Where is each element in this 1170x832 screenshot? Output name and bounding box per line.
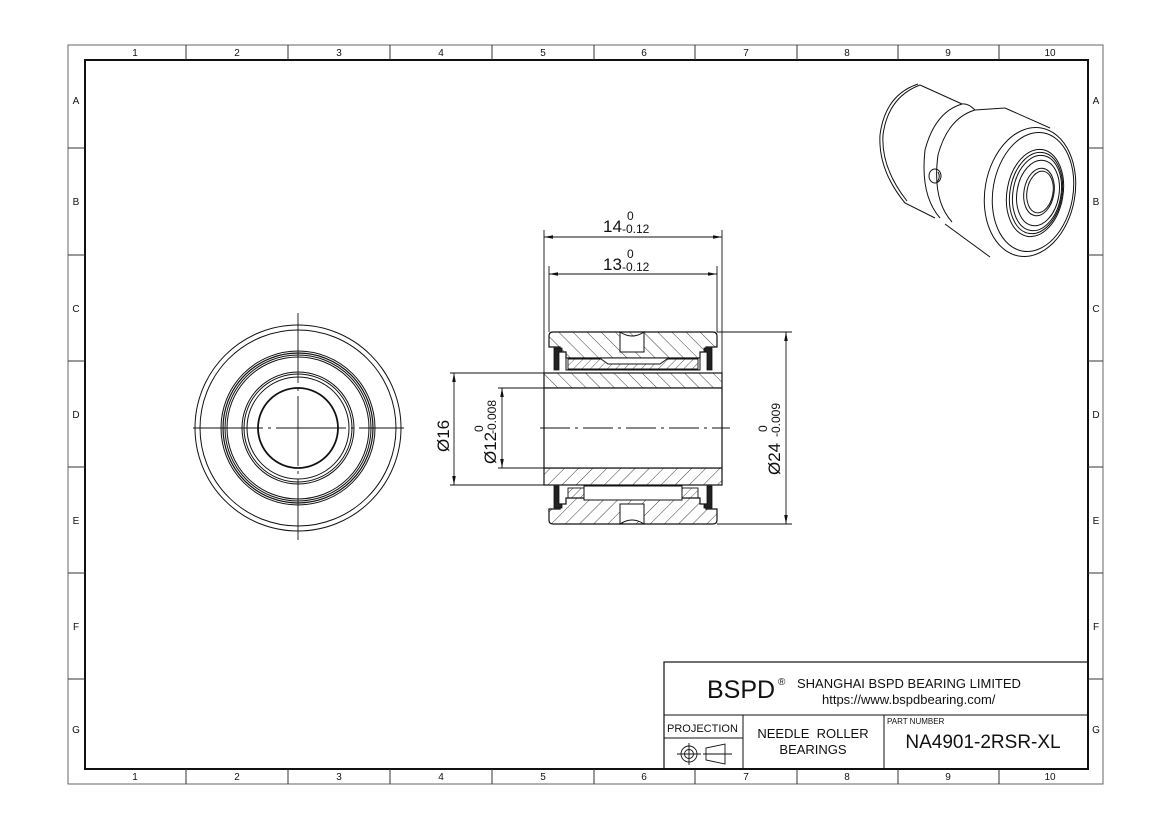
svg-text:0: 0 <box>472 425 486 432</box>
part-number-label: PART NUMBER <box>887 717 945 726</box>
col-label: 9 <box>945 772 951 783</box>
svg-text:Ø24: Ø24 <box>765 443 784 475</box>
row-label: B <box>73 197 80 208</box>
company-name: SHANGHAI BSPD BEARING LIMITED <box>797 676 1021 691</box>
isometric-view <box>879 83 1077 258</box>
dim-bore: Ø12 0 -0.008 <box>472 400 500 464</box>
dimensions <box>450 230 792 525</box>
column-labels-bottom: 1 2 3 4 5 6 7 8 9 10 <box>132 772 1056 783</box>
svg-text:-0.12: -0.12 <box>622 222 650 236</box>
end-view <box>193 313 404 540</box>
dim-overall-width: 14 0 -0.12 <box>603 209 650 236</box>
title-block <box>663 661 1089 770</box>
col-label: 2 <box>234 48 240 59</box>
col-label: 2 <box>234 772 240 783</box>
row-label: F <box>73 622 79 633</box>
svg-text:-0.12: -0.12 <box>622 260 650 274</box>
col-label: 7 <box>743 48 749 59</box>
dim-outer-diameter: Ø24 0 -0.009 <box>756 403 784 475</box>
description-line2: BEARINGS <box>779 742 847 757</box>
row-label: G <box>72 725 80 736</box>
row-label: A <box>1093 96 1100 107</box>
col-label: 1 <box>132 772 138 783</box>
section-view <box>540 331 730 525</box>
column-labels-top: 1 2 3 4 5 6 7 8 9 10 <box>132 48 1056 59</box>
dim-inner-od: Ø16 <box>434 420 453 452</box>
company-url: https://www.bspdbearing.com/ <box>822 692 996 707</box>
description-line1: NEEDLE ROLLER <box>757 726 868 741</box>
col-label: 3 <box>336 772 342 783</box>
col-label: 8 <box>844 48 850 59</box>
col-label: 9 <box>945 48 951 59</box>
col-label: 6 <box>641 48 647 59</box>
row-label: D <box>1092 410 1099 421</box>
sheet-frame <box>67 44 1104 785</box>
svg-text:14: 14 <box>603 217 622 236</box>
col-label: 5 <box>540 48 546 59</box>
dim-outer-ring-width: 13 0 -0.12 <box>603 247 650 274</box>
col-label: 4 <box>438 772 444 783</box>
projection-label: PROJECTION <box>667 723 738 735</box>
row-label: C <box>1092 304 1099 315</box>
svg-text:0: 0 <box>756 425 770 432</box>
title-block-text: BSPD ® SHANGHAI BSPD BEARING LIMITED htt… <box>667 676 1061 757</box>
svg-text:0: 0 <box>627 209 634 223</box>
svg-text:-0.008: -0.008 <box>485 400 499 434</box>
col-label: 5 <box>540 772 546 783</box>
col-label: 1 <box>132 48 138 59</box>
row-label: G <box>1092 725 1100 736</box>
col-label: 10 <box>1044 772 1056 783</box>
row-label: F <box>1093 622 1099 633</box>
row-label: E <box>73 516 80 527</box>
svg-text:Ø16: Ø16 <box>434 420 453 452</box>
row-label: D <box>72 410 79 421</box>
col-label: 6 <box>641 772 647 783</box>
row-labels-right: A B C D E F G <box>1092 96 1100 736</box>
row-label: B <box>1093 197 1100 208</box>
svg-text:Ø12: Ø12 <box>481 432 500 464</box>
col-label: 7 <box>743 772 749 783</box>
brand-logo: BSPD <box>707 676 775 704</box>
svg-text:13: 13 <box>603 255 622 274</box>
row-label: A <box>73 96 80 107</box>
row-label: E <box>1093 516 1100 527</box>
row-labels-left: A B C D E F G <box>72 96 80 736</box>
col-label: 10 <box>1044 48 1056 59</box>
col-label: 3 <box>336 48 342 59</box>
row-label: C <box>72 304 79 315</box>
registered-mark: ® <box>778 677 786 688</box>
part-number: NA4901-2RSR-XL <box>905 732 1060 753</box>
col-label: 8 <box>844 772 850 783</box>
col-label: 4 <box>438 48 444 59</box>
svg-text:0: 0 <box>627 247 634 261</box>
projection-symbol-icon <box>677 743 732 765</box>
svg-text:-0.009: -0.009 <box>769 403 783 437</box>
